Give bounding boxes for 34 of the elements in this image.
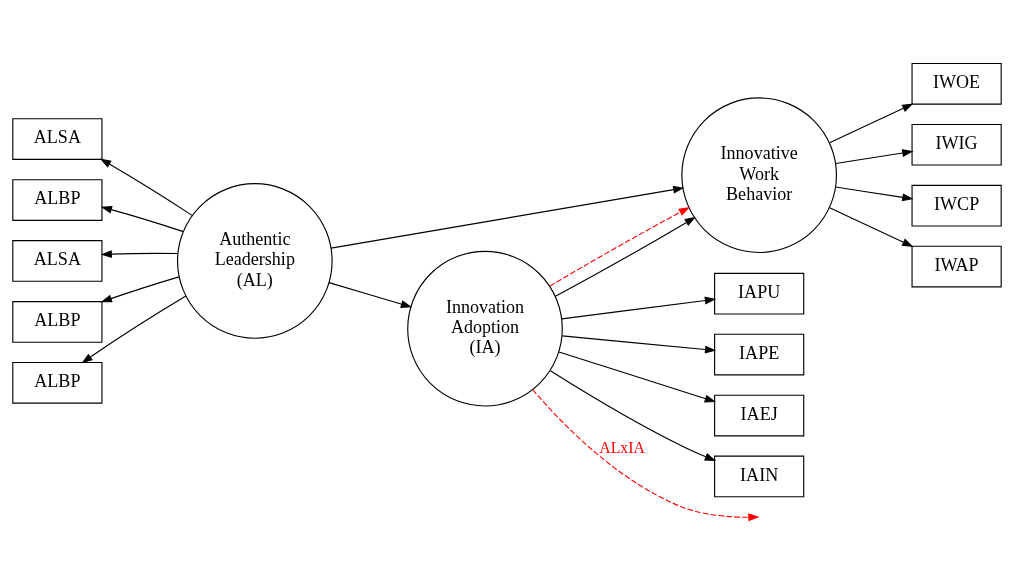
arrow [835,186,914,202]
arrow [99,158,193,216]
arrow [558,351,716,403]
node-box: ALBP [12,179,103,221]
node-box: IAPE [714,333,805,376]
arrow [100,276,180,303]
arrow [100,250,179,259]
node-box: ALBP [12,301,103,343]
arrow [328,282,413,308]
arrow [549,206,690,287]
arrow [554,216,696,297]
node-box: IWOE [911,62,1002,105]
arrow [561,335,717,354]
arrow [81,295,187,364]
node-box: IAPU [714,272,805,315]
arrow [100,205,184,233]
arrow [829,103,914,144]
node-box: ALBP [12,361,103,404]
arrow [829,207,914,247]
node-box: IWIG [911,123,1002,166]
node-box: IWCP [911,184,1002,227]
node-box: IAIN [714,455,805,498]
edge-label: ALxIA [599,438,645,456]
arrow [532,389,760,522]
node-box: IWAP [911,245,1002,288]
node-circle: Innovation Adoption (IA) [407,250,563,407]
arrow [835,149,914,164]
node-box: IAEJ [714,394,805,437]
arrow [549,370,716,462]
arrow [561,296,717,320]
node-box: ALSA [12,240,103,282]
arrow [330,185,685,249]
node-circle: Authentic Leadership (AL) [176,183,333,339]
node-box: ALSA [12,118,103,160]
